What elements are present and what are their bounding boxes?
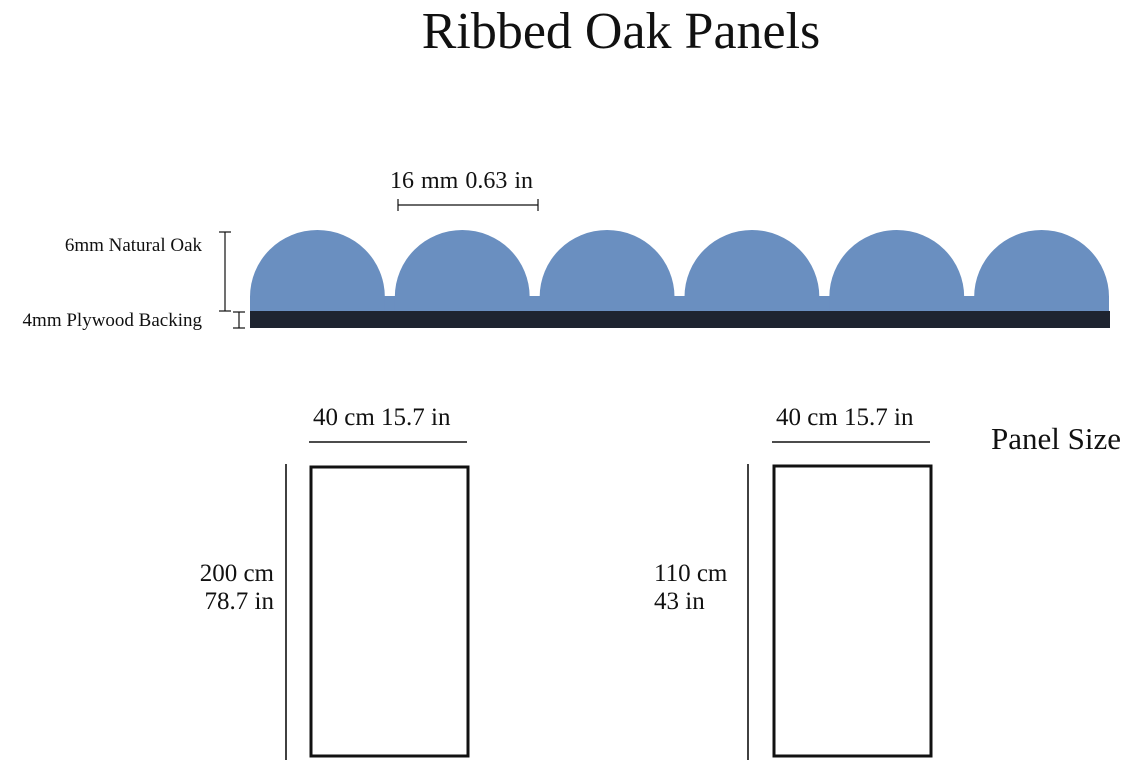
panel-2-height-cm: 110 cm xyxy=(654,560,728,587)
panel-1-height-label: 200 cm 78.7 in xyxy=(182,560,274,616)
rib-spacing-dimension-line xyxy=(397,199,539,211)
plywood-backing-layer xyxy=(250,311,1110,328)
panel-2-height-label: 110 cm 43 in xyxy=(654,560,738,616)
panel-1-width-label: 40 cm 15.7 in xyxy=(313,405,451,430)
oak-rib xyxy=(539,229,675,311)
rib-spacing-label: 16 mm 0.63 in xyxy=(390,169,533,193)
rib-spacing-in: 0.63 in xyxy=(465,168,534,194)
panel-size-label: Panel Size xyxy=(991,421,1121,456)
backing-thickness-dimension-line xyxy=(233,311,245,329)
panel-2-width-in: 15.7 in xyxy=(844,404,914,431)
panel-2-width-cm: 40 cm xyxy=(776,404,838,431)
panel-1-outline xyxy=(309,465,470,758)
oak-rib xyxy=(394,230,530,311)
panel-2-width-label: 40 cm 15.7 in xyxy=(776,405,914,430)
rib-spacing-mm: 16 mm xyxy=(390,168,459,194)
panel-2-outline xyxy=(772,464,933,758)
panel-1-height-cm: 200 cm xyxy=(199,560,274,587)
panel-1-width-in: 15.7 in xyxy=(381,404,451,431)
panel-1-height-in: 78.7 in xyxy=(204,588,274,615)
panel-200cm xyxy=(285,441,470,760)
oak-layer-label: 6mm Natural Oak xyxy=(64,235,202,256)
oak-rib xyxy=(829,230,965,311)
plywood-layer-label: 4mm Plywood Backing xyxy=(22,310,202,331)
diagram-title: Ribbed Oak Panels xyxy=(421,3,821,60)
panel-1-width-cm: 40 cm xyxy=(313,404,375,431)
oak-thickness-dimension-line xyxy=(219,231,231,312)
panel-110cm xyxy=(747,441,933,760)
oak-ribs xyxy=(250,229,1109,311)
oak-rib xyxy=(684,229,820,311)
panel-2-height-in: 43 in xyxy=(654,588,705,615)
oak-rib xyxy=(974,229,1109,311)
oak-rib xyxy=(250,230,385,311)
